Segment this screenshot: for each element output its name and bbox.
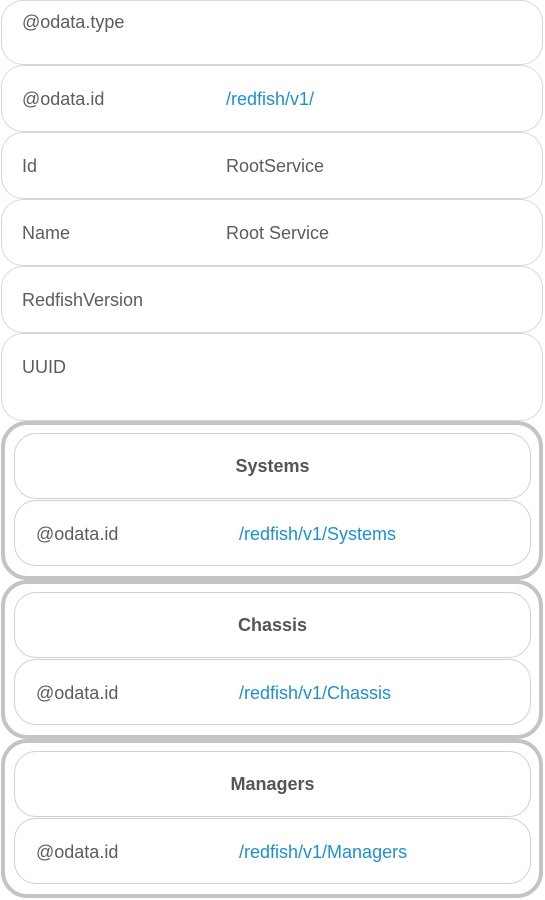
- property-key: Id: [22, 156, 38, 176]
- property-key: Name: [22, 223, 71, 243]
- managers-title: Managers: [230, 774, 315, 794]
- property-row-odata-id: @odata.id /redfish/v1/: [1, 65, 543, 132]
- managers-group: Managers @odata.id /redfish/v1/Managers: [1, 739, 543, 898]
- property-row-name: Name Root Service: [1, 199, 543, 266]
- property-value: RootService: [226, 156, 325, 176]
- property-row-uuid: UUID: [1, 333, 543, 421]
- chassis-header: Chassis: [14, 592, 531, 658]
- property-key: UUID: [22, 357, 66, 377]
- chassis-link[interactable]: /redfish/v1/Chassis: [239, 683, 392, 703]
- property-value: Root Service: [226, 223, 330, 243]
- property-key: @odata.type: [22, 12, 125, 32]
- property-key: @odata.id: [36, 842, 119, 862]
- managers-link[interactable]: /redfish/v1/Managers: [239, 842, 408, 862]
- chassis-title: Chassis: [237, 615, 308, 635]
- property-key: @odata.id: [22, 89, 105, 109]
- odata-id-link[interactable]: /redfish/v1/: [226, 89, 315, 109]
- property-key: RedfishVersion: [22, 290, 144, 310]
- property-row-id: Id RootService: [1, 132, 543, 199]
- managers-header: Managers: [14, 751, 531, 817]
- systems-group: Systems @odata.id /redfish/v1/Systems: [1, 421, 543, 580]
- chassis-link-row: @odata.id /redfish/v1/Chassis: [14, 659, 531, 725]
- systems-link[interactable]: /redfish/v1/Systems: [239, 524, 397, 544]
- systems-title: Systems: [235, 456, 310, 476]
- chassis-group: Chassis @odata.id /redfish/v1/Chassis: [1, 580, 543, 739]
- property-row-odata-type: @odata.type: [1, 0, 543, 65]
- property-key: @odata.id: [36, 524, 119, 544]
- systems-header: Systems: [14, 433, 531, 499]
- property-key: @odata.id: [36, 683, 119, 703]
- property-row-redfish-version: RedfishVersion: [1, 266, 543, 333]
- managers-link-row: @odata.id /redfish/v1/Managers: [14, 818, 531, 884]
- systems-link-row: @odata.id /redfish/v1/Systems: [14, 500, 531, 566]
